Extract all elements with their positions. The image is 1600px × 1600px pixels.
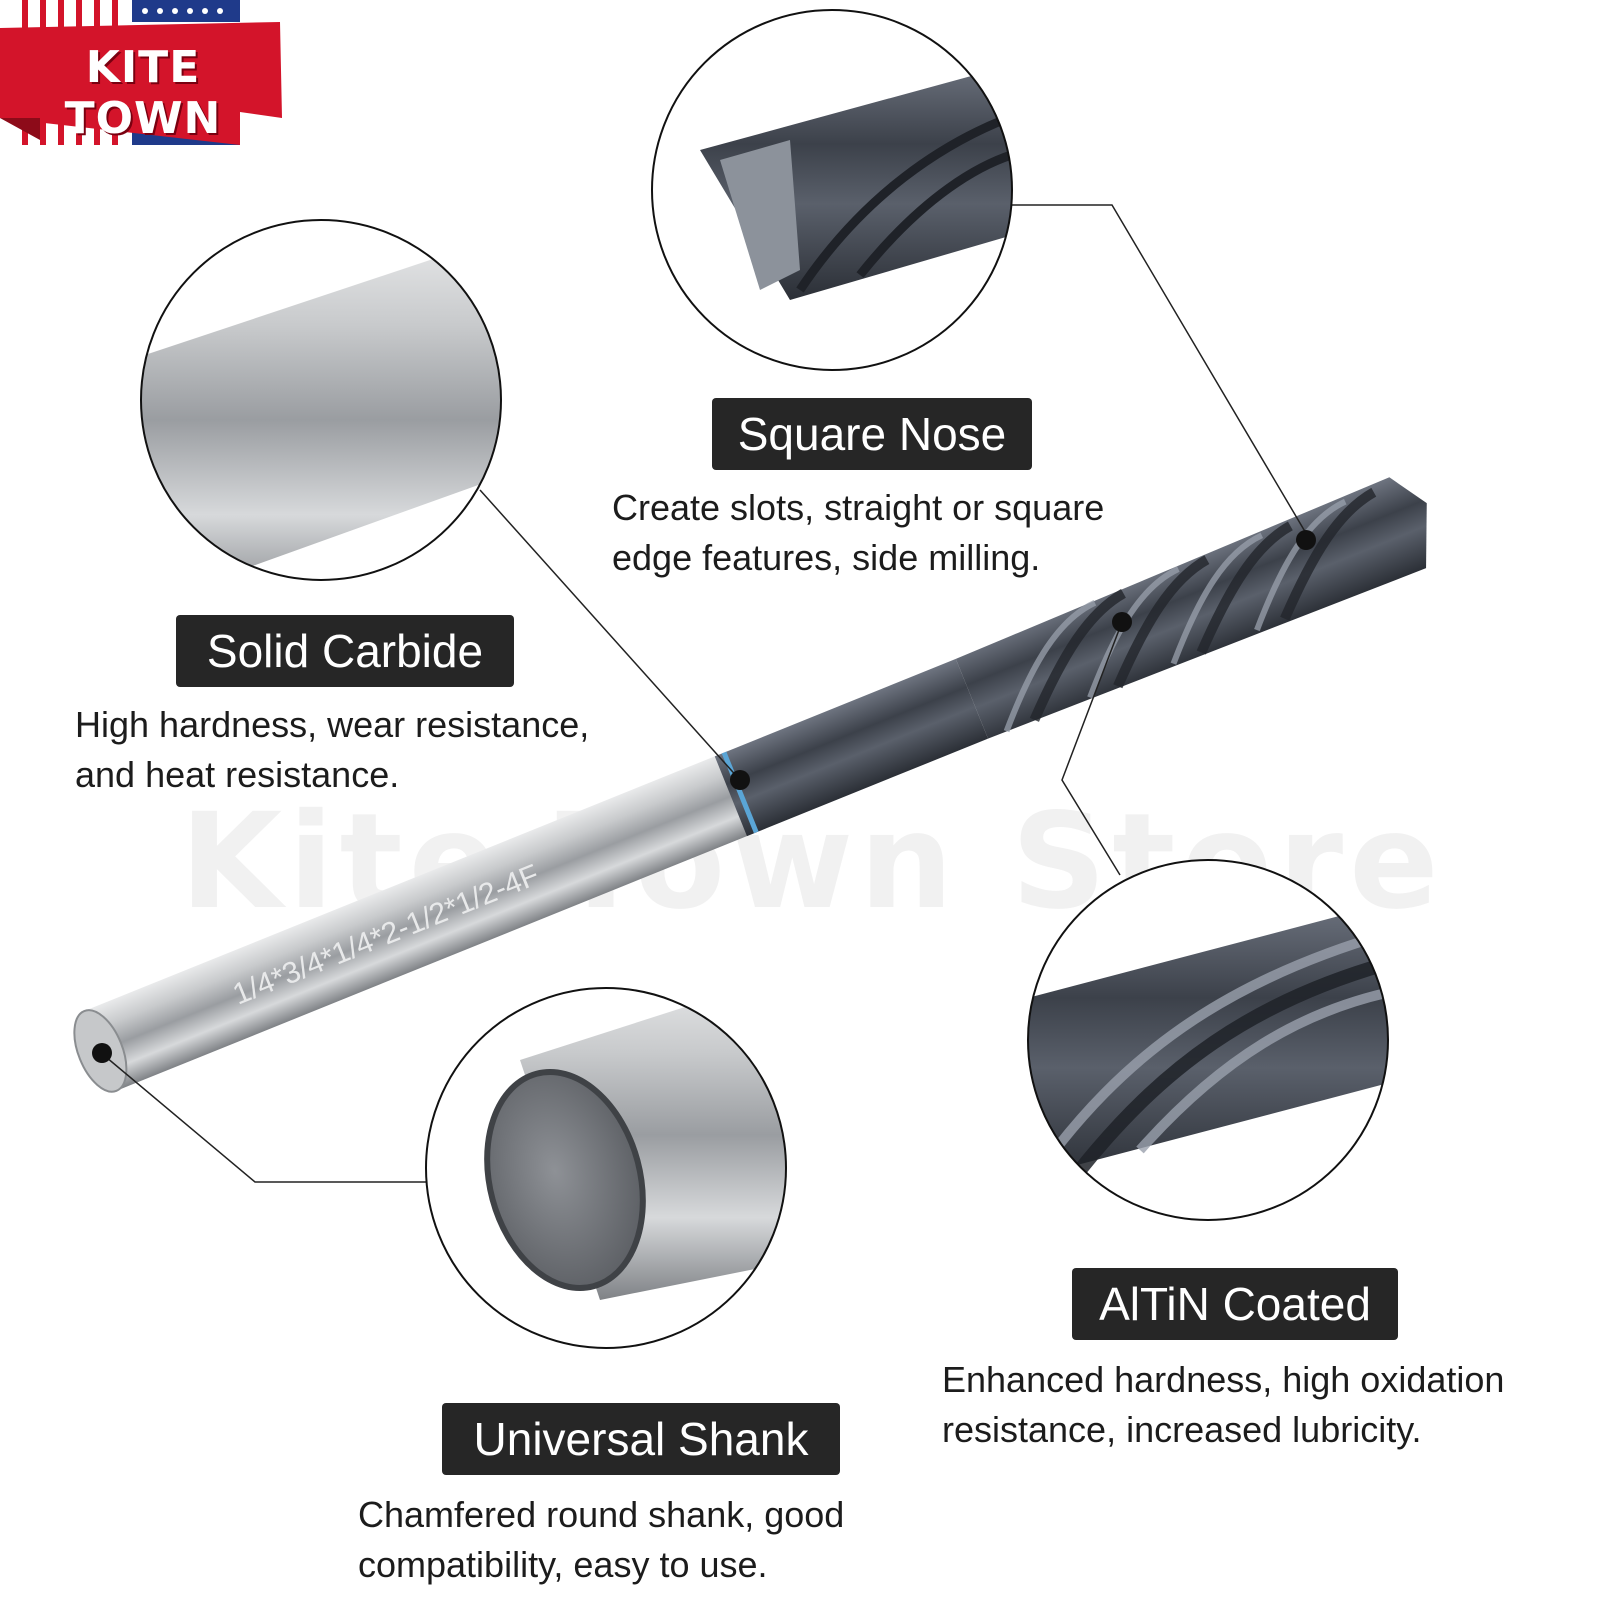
universal-shank-tag: Universal Shank [442, 1403, 840, 1475]
universal-shank-description-line: Chamfered round shank, good [358, 1494, 845, 1535]
zoom-square-nose [651, 9, 1013, 371]
coated-neck [714, 658, 989, 837]
altin-coated-description: Enhanced hardness, high oxidation resist… [942, 1355, 1504, 1455]
solid-carbide-description-line: and heat resistance. [75, 754, 400, 795]
zoom-altin-coated [1027, 859, 1389, 1221]
solid-carbide-description: High hardness, wear resistance, and heat… [75, 700, 589, 800]
square-nose-tag: Square Nose [712, 398, 1032, 470]
solid-carbide-description-line: High hardness, wear resistance, [75, 704, 590, 745]
square-nose-description-line: edge features, side milling. [612, 537, 1041, 578]
altin-coated-description-line: Enhanced hardness, high oxidation [942, 1359, 1505, 1400]
solid-carbide-tag: Solid Carbide [176, 615, 514, 687]
universal-shank-description: Chamfered round shank, good compatibilit… [358, 1490, 844, 1590]
altin-coated-description-line: resistance, increased lubricity. [942, 1409, 1422, 1450]
brand-logo: KITE TOWN [0, 0, 285, 145]
zoom-solid-carbide [140, 219, 502, 581]
universal-shank-description-line: compatibility, easy to use. [358, 1544, 768, 1585]
shank [84, 748, 766, 1091]
flag-banner-icon [0, 0, 282, 145]
square-nose-description: Create slots, straight or square edge fe… [612, 483, 1104, 583]
zoom-universal-shank [425, 987, 787, 1349]
brand-name: KITE TOWN [64, 42, 222, 144]
altin-coated-tag: AlTiN Coated [1072, 1268, 1398, 1340]
square-nose-description-line: Create slots, straight or square [612, 487, 1105, 528]
